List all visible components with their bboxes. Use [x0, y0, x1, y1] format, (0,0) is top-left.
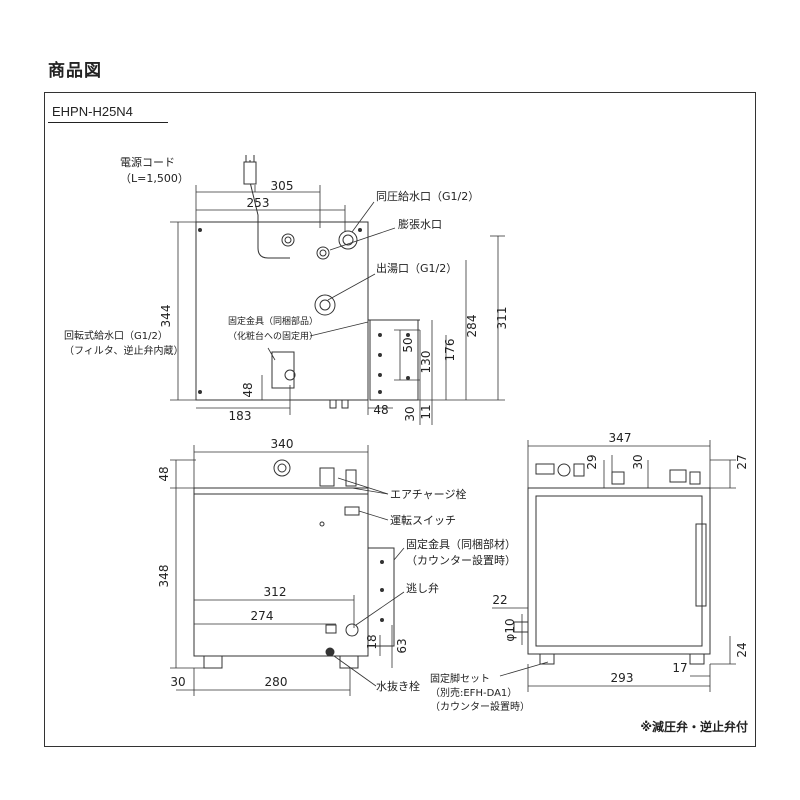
label-run-switch: 運転スイッチ	[390, 514, 456, 527]
dim-340: 340	[271, 437, 294, 451]
dim-284: 284	[465, 315, 479, 338]
front-view-bracket	[367, 547, 395, 647]
label-fixing-bracket-front: 固定金具（同梱部材）	[406, 537, 516, 551]
dim-274: 274	[251, 609, 274, 623]
label-fixing-bracket-front-sub: （カウンター設置時）	[406, 553, 516, 567]
dim-312: 312	[264, 585, 287, 599]
dim-17: 17	[672, 661, 687, 675]
dim-18: 18	[365, 634, 379, 649]
top-view-body	[195, 221, 369, 401]
footnote: ※減圧弁・逆止弁付	[640, 720, 748, 734]
dim-130: 130	[419, 351, 433, 374]
label-drain-plug: 水抜き栓	[376, 679, 420, 693]
dim-183: 183	[229, 409, 252, 423]
dim-27: 27	[735, 454, 749, 469]
label-expansion-outlet: 膨張水口	[398, 217, 442, 231]
dim-63: 63	[395, 638, 409, 653]
dim-311: 311	[495, 307, 509, 330]
dim-344: 344	[159, 305, 173, 328]
dim-348: 348	[157, 565, 171, 588]
dim-11: 11	[419, 404, 433, 419]
dim-293: 293	[611, 671, 634, 685]
side-view-body	[527, 487, 711, 655]
front-view-body	[193, 487, 369, 657]
drawing-frame	[44, 92, 756, 747]
dim-48-front: 48	[157, 466, 171, 481]
dim-30-top: 30	[403, 406, 417, 421]
label-fixing-bracket-top: 固定金具（同梱部品）	[228, 315, 318, 327]
top-view-bracket	[369, 319, 419, 401]
label-power-cord-length: （L=1,500）	[120, 172, 189, 185]
label-fixing-leg-set-sub: （別売:EFH-DA1）	[430, 686, 517, 699]
label-inlet-same-pressure: 同圧給水口（G1/2）	[376, 189, 479, 203]
label-relief-valve: 逃し弁	[406, 581, 439, 595]
label-rotary-inlet-sub: （フィルタ、逆止弁内蔵）	[64, 344, 184, 357]
model-name: EHPN-H25N4	[52, 104, 133, 119]
dim-48-top: 48	[241, 382, 255, 397]
dim-48-bracket: 48	[373, 403, 388, 417]
label-fixing-leg-set: 固定脚セット	[430, 672, 490, 685]
model-underline	[48, 122, 168, 123]
label-rotary-inlet: 回転式給水口（G1/2）	[64, 329, 168, 342]
dim-22: 22	[492, 593, 507, 607]
dim-280: 280	[265, 675, 288, 689]
page-title: 商品図	[48, 61, 102, 81]
label-fixing-leg-set-sub2: （カウンター設置時）	[430, 700, 530, 713]
dim-347: 347	[609, 431, 632, 445]
label-power-cord: 電源コード	[120, 155, 175, 169]
dim-253: 253	[247, 196, 270, 210]
dim-29: 29	[585, 454, 599, 469]
label-hot-outlet: 出湯口（G1/2）	[376, 261, 457, 275]
dim-50: 50	[401, 337, 415, 352]
label-fixing-bracket-top-sub: （化粧台への固定用）	[228, 330, 318, 342]
dim-phi10: φ10	[503, 618, 517, 641]
dim-176: 176	[443, 339, 457, 362]
dim-24: 24	[735, 642, 749, 657]
label-air-charge-plug: エアチャージ栓	[390, 487, 466, 501]
dim-305: 305	[271, 179, 294, 193]
dim-30-front: 30	[170, 675, 185, 689]
dim-30-side: 30	[631, 454, 645, 469]
